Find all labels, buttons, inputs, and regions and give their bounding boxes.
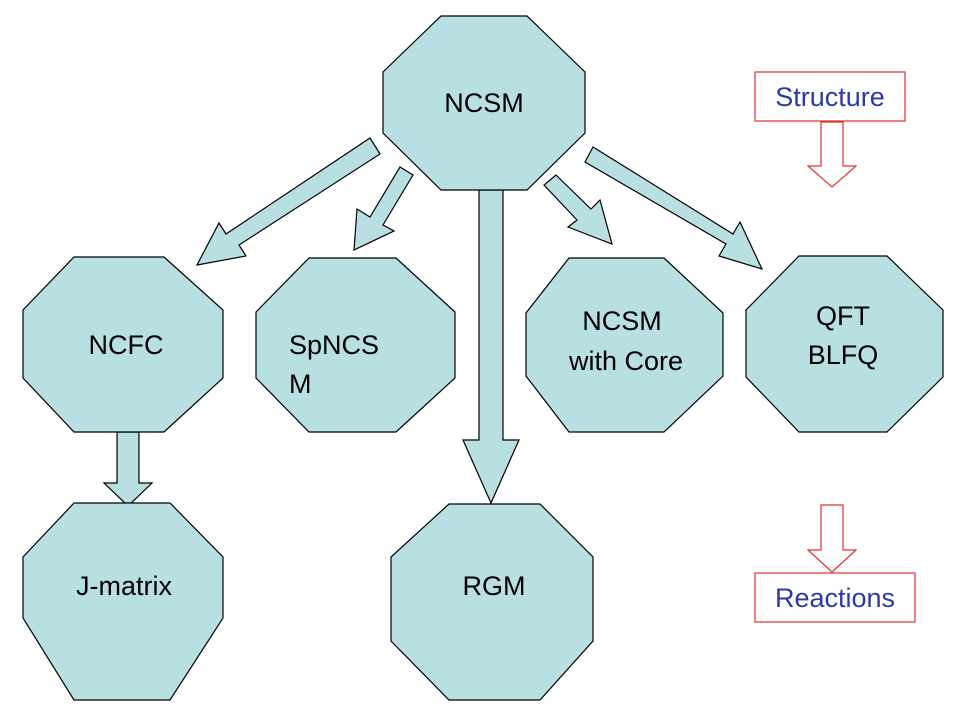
node-ncfc [22,256,224,433]
node-ncfc-label: NCFC [89,330,164,360]
legend-reactions-arrow [806,504,858,573]
node-qft-blfq [745,255,944,433]
node-qft-label-line1: QFT [816,301,870,331]
arrow-ncsm-to-ncsm-with-core [543,174,613,245]
legend-reactions-box [754,572,916,623]
arrow-ncsm-to-spncsm [353,166,414,251]
node-ncsm-label: NCSM [444,88,524,118]
node-jmatrix [22,502,224,701]
node-qft-label-line2: BLFQ [808,340,879,370]
node-jmatrix-label: J-matrix [76,571,172,601]
node-ncsm-with-core [525,257,724,433]
arrow-ncsm-to-rgm [462,189,520,505]
node-ncsm-with-core-label-line2: with Core [568,346,683,376]
node-ncsm-with-core-label-line1: NCSM [582,306,662,336]
node-rgm-label: RGM [463,571,526,601]
node-rgm [390,503,594,701]
legend-structure-arrow [806,121,858,188]
arrow-ncsm-to-qft [584,146,764,270]
node-spncsm [255,257,456,433]
legend-reactions-label: Reactions [775,583,895,613]
arrow-ncsm-to-ncfc [195,137,381,266]
node-ncsm [382,15,586,191]
legend-structure-label: Structure [775,82,885,112]
legend-structure-box [754,71,906,122]
arrow-ncfc-to-jmatrix [102,431,154,507]
node-spncsm-label-line1: SpNCS [289,330,379,360]
node-spncsm-label-line2: M [289,369,312,399]
